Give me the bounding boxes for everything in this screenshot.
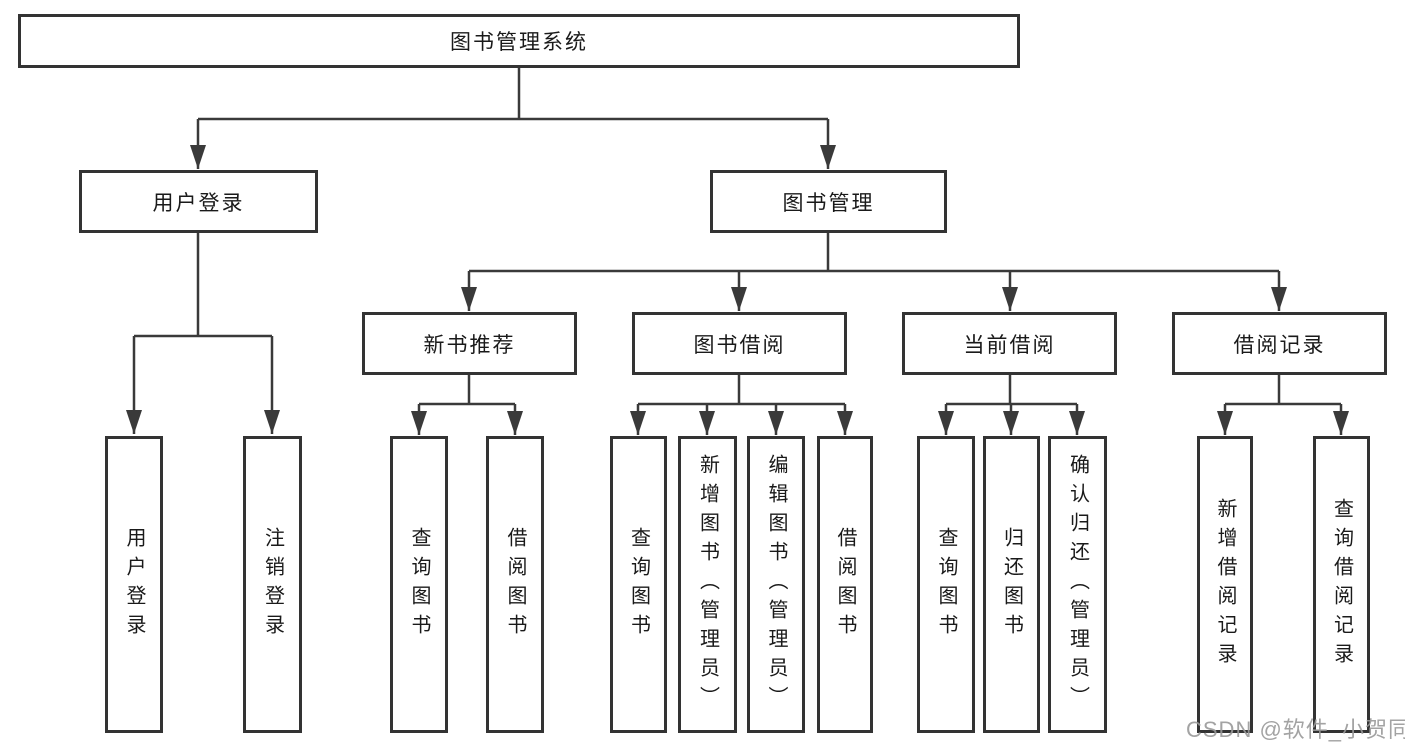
leaf-user-login: 用户登录	[105, 436, 163, 733]
node-borrowing-records: 借阅记录	[1172, 312, 1387, 375]
leaf-br-add-record: 新增借阅记录	[1197, 436, 1253, 733]
node-root-system: 图书管理系统	[18, 14, 1020, 68]
leaf-cb-query-book: 查询图书	[917, 436, 975, 733]
leaf-nbr-query-book: 查询图书	[390, 436, 448, 733]
leaf-nbr-borrow-book: 借阅图书	[486, 436, 544, 733]
node-user-login-branch: 用户登录	[79, 170, 318, 233]
node-book-management-branch: 图书管理	[710, 170, 947, 233]
leaf-bb-borrow-book: 借阅图书	[817, 436, 873, 733]
leaf-cb-return-book: 归还图书	[983, 436, 1040, 733]
leaf-cb-confirm-return-admin: 确认归还（管理员）	[1048, 436, 1107, 733]
leaf-logout: 注销登录	[243, 436, 302, 733]
node-new-book-recommend: 新书推荐	[362, 312, 577, 375]
leaf-bb-edit-book-admin: 编辑图书（管理员）	[747, 436, 805, 733]
node-book-borrowing: 图书借阅	[632, 312, 847, 375]
leaf-bb-add-book-admin: 新增图书（管理员）	[678, 436, 737, 733]
node-current-borrowing: 当前借阅	[902, 312, 1117, 375]
leaf-bb-query-book: 查询图书	[610, 436, 667, 733]
watermark: CSDN @软件_小贺同学	[1186, 717, 1405, 742]
leaf-br-query-record: 查询借阅记录	[1313, 436, 1370, 733]
